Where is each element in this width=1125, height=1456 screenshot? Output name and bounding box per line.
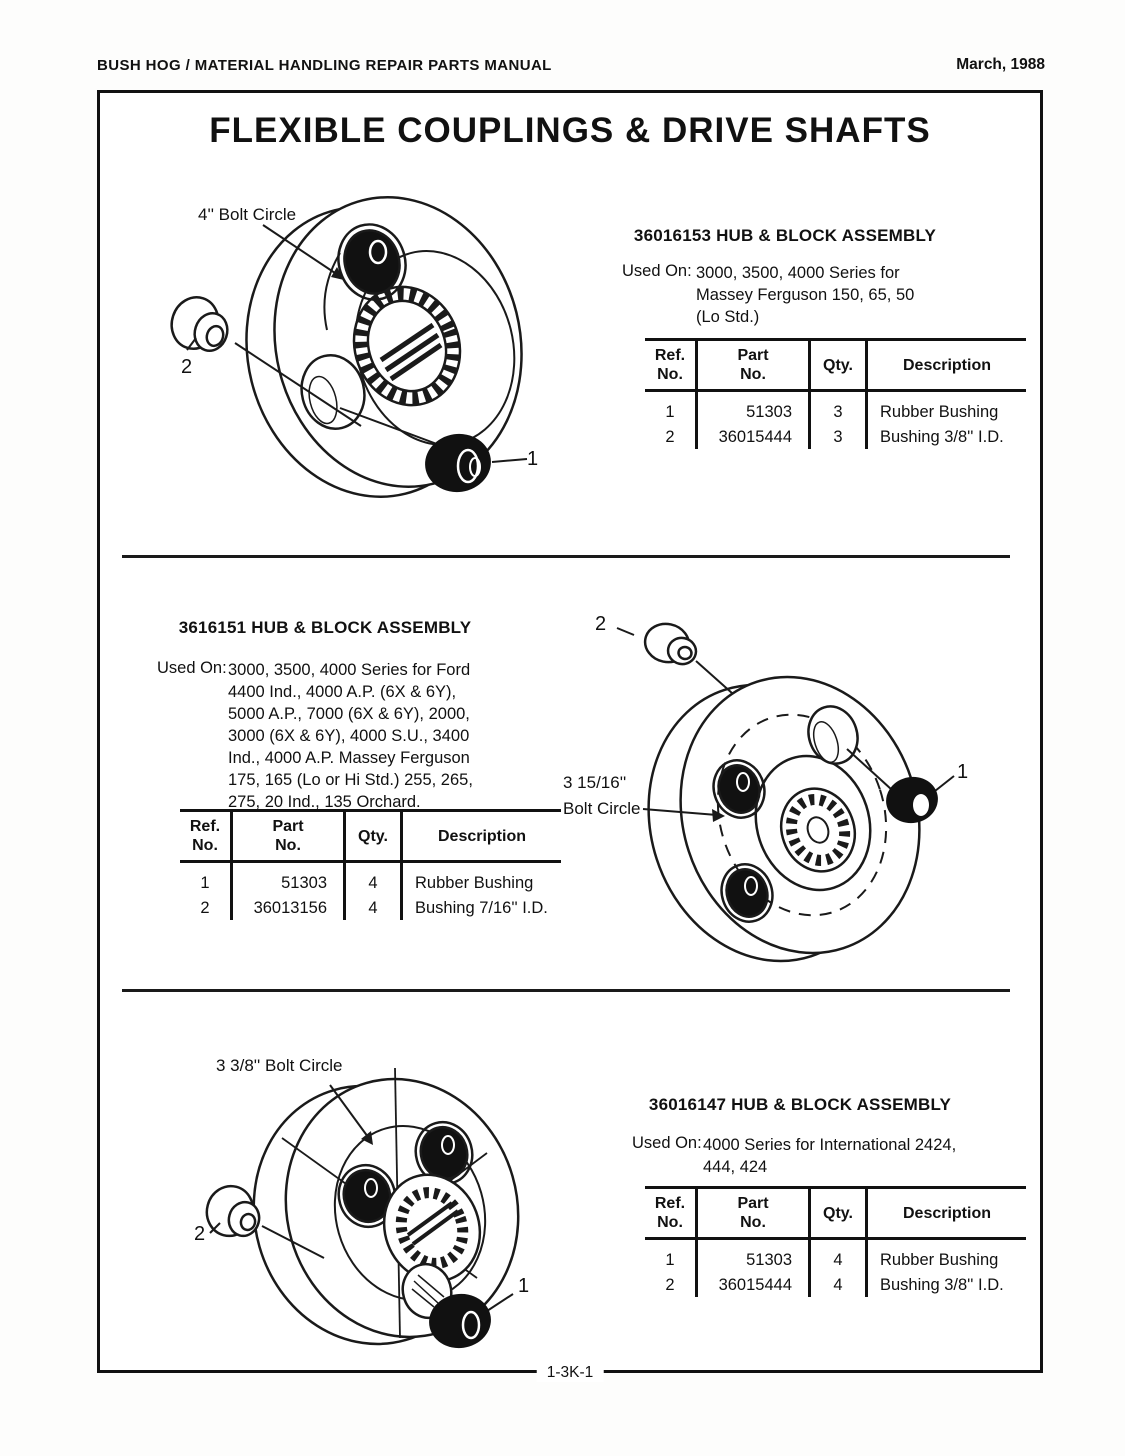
cell-desc: Bushing 3/8'' I.D. [865, 1272, 1026, 1297]
col-description: Description [865, 337, 1026, 393]
cell-qty: 3 [808, 424, 867, 449]
table-row: 1 51303 3 Rubber Bushing [645, 390, 1026, 425]
col-ref-no: Ref. No. [645, 1185, 697, 1241]
cell-qty: 4 [343, 895, 402, 920]
cell-part: 36013156 [230, 895, 345, 920]
col-ref-no: Ref. No. [180, 808, 232, 864]
manual-date: March, 1988 [956, 56, 1045, 73]
used-on-label: Used On: [157, 659, 227, 677]
cell-part: 51303 [695, 390, 810, 425]
col-part-no: Part No. [695, 1185, 810, 1241]
cell-part: 51303 [695, 1238, 810, 1273]
manual-title: BUSH HOG / MATERIAL HANDLING REPAIR PART… [97, 57, 552, 74]
callout-1: 1 [518, 1275, 530, 1297]
page-frame: FLEXIBLE COUPLINGS & DRIVE SHAFTS [97, 90, 1043, 1382]
table-row: 2 36013156 4 Bushing 7/16'' I.D. [180, 895, 561, 920]
used-on-label: Used On: [622, 262, 692, 280]
callout-1: 1 [957, 761, 969, 783]
bolt-circle-label: 3 3/8'' Bolt Circle [216, 1056, 343, 1075]
section-title: 36016153 HUB & BLOCK ASSEMBLY [633, 226, 937, 245]
callout-1: 1 [527, 448, 539, 470]
parts-table: Ref. No. Part No. Qty. Description 1 513… [645, 1185, 1026, 1297]
cell-ref: 2 [200, 898, 210, 917]
hub-diagram-3616151: 2 1 3 15/16'' Bolt Circle [555, 593, 1015, 963]
cell-desc: Bushing 3/8'' I.D. [865, 424, 1026, 449]
cell-qty: 4 [343, 861, 402, 896]
cell-ref: 1 [665, 1251, 675, 1270]
cell-qty: 4 [808, 1238, 867, 1273]
cell-ref: 2 [665, 427, 675, 446]
table-header-row: Ref. No. Part No. Qty. Description [180, 808, 561, 864]
table-header-row: Ref. No. Part No. Qty. Description [645, 337, 1026, 393]
cell-part: 51303 [230, 861, 345, 896]
col-qty: Qty. [808, 337, 867, 393]
callout-2: 2 [181, 356, 193, 378]
cell-ref: 1 [665, 403, 675, 422]
hub-diagram-36016147: 3 3/8'' Bolt Circle 2 1 [182, 1053, 612, 1363]
callout-2: 2 [194, 1223, 206, 1245]
section-title: 3616151 HUB & BLOCK ASSEMBLY [178, 618, 472, 637]
col-part-no: Part No. [230, 808, 345, 864]
col-qty: Qty. [343, 808, 402, 864]
section-divider [122, 555, 1010, 558]
callout-2: 2 [595, 613, 607, 635]
used-on-text: 3000, 3500, 4000 Series for Massey Fergu… [696, 264, 915, 326]
used-on-text: 3000, 3500, 4000 Series for Ford 4400 In… [228, 661, 473, 811]
table-row: 1 51303 4 Rubber Bushing [180, 861, 561, 896]
cell-ref: 2 [665, 1275, 675, 1294]
table-row: 1 51303 4 Rubber Bushing [645, 1238, 1026, 1273]
cell-qty: 4 [808, 1272, 867, 1297]
hub-assembly-drawing [205, 1067, 520, 1349]
cell-part: 36015444 [695, 1272, 810, 1297]
cell-qty: 3 [808, 390, 867, 425]
section-title: 36016147 HUB & BLOCK ASSEMBLY [648, 1095, 952, 1114]
cell-part: 36015444 [695, 424, 810, 449]
parts-table: Ref. No. Part No. Qty. Description 1 513… [180, 808, 561, 920]
hub-diagram-36016153: 4'' Bolt Circle 2 1 [135, 178, 610, 523]
hub-assembly-drawing [170, 196, 528, 498]
page-code: 1-3K-1 [536, 1364, 604, 1382]
bolt-circle-label: 4'' Bolt Circle [198, 205, 297, 224]
bolt-circle-label: 3 15/16'' Bolt Circle [563, 773, 641, 818]
hub-assembly-drawing [616, 622, 955, 963]
used-on-text: 4000 Series for International 2424, 444,… [703, 1136, 957, 1176]
used-on-label: Used On: [632, 1134, 702, 1152]
cell-ref: 1 [200, 874, 210, 893]
col-part-no: Part No. [695, 337, 810, 393]
col-description: Description [400, 808, 561, 864]
cell-desc: Rubber Bushing [865, 390, 1026, 425]
table-header-row: Ref. No. Part No. Qty. Description [645, 1185, 1026, 1241]
cell-desc: Rubber Bushing [865, 1238, 1026, 1273]
cell-desc: Bushing 7/16'' I.D. [400, 895, 561, 920]
col-description: Description [865, 1185, 1026, 1241]
table-row: 2 36015444 4 Bushing 3/8'' I.D. [645, 1272, 1026, 1297]
parts-table: Ref. No. Part No. Qty. Description 1 513… [645, 337, 1026, 449]
col-ref-no: Ref. No. [645, 337, 697, 393]
page-title: FLEXIBLE COUPLINGS & DRIVE SHAFTS [209, 111, 931, 150]
section-divider [122, 989, 1010, 992]
col-qty: Qty. [808, 1185, 867, 1241]
cell-desc: Rubber Bushing [400, 861, 561, 896]
table-row: 2 36015444 3 Bushing 3/8'' I.D. [645, 424, 1026, 449]
